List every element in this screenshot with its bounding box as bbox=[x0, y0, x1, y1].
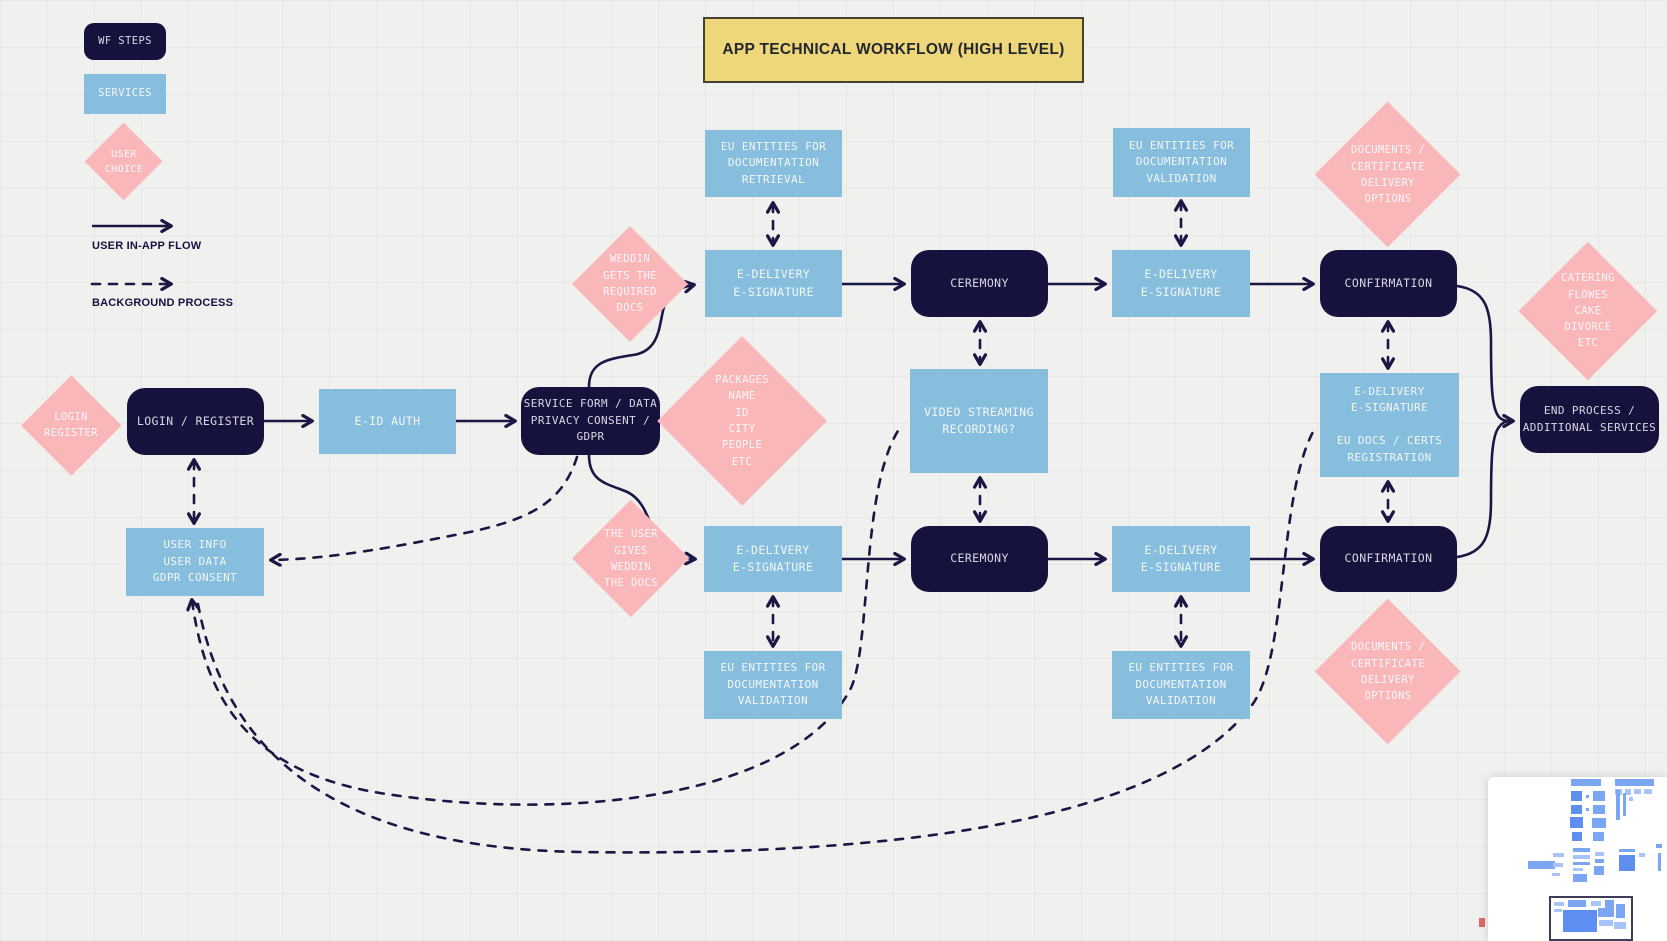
minimap-shape bbox=[1623, 793, 1626, 816]
node-edelivery-bottom-left[interactable]: E-DELIVERY E-SIGNATURE bbox=[704, 526, 842, 592]
minimap-red-marker bbox=[1479, 918, 1485, 927]
minimap-shape bbox=[1573, 874, 1587, 882]
diamond-label: DOCUMENTS / CERTIFICATE DELIVERY OPTIONS bbox=[1351, 641, 1425, 703]
node-eu-entities-retrieval[interactable]: EU ENTITIES FOR DOCUMENTATION RETRIEVAL bbox=[705, 130, 842, 197]
minimap-shape bbox=[1644, 789, 1652, 794]
diamond-label: WEDDIN GETS THE REQUIRED DOCS bbox=[603, 253, 657, 315]
node-login-register[interactable]: LOGIN / REGISTER bbox=[127, 388, 264, 455]
minimap[interactable] bbox=[1488, 777, 1667, 941]
minimap-shape bbox=[1616, 904, 1625, 918]
minimap-shape bbox=[1571, 779, 1601, 786]
minimap-shape bbox=[1573, 862, 1590, 865]
legend-services[interactable]: SERVICES bbox=[84, 74, 166, 114]
node-ceremony-bottom[interactable]: CEREMONY bbox=[911, 526, 1048, 592]
minimap-shape bbox=[1634, 789, 1641, 794]
diamond-documents-options-top[interactable]: DOCUMENTS / CERTIFICATE DELIVERY OPTIONS bbox=[1315, 102, 1461, 248]
legend-user-choice-diamond[interactable]: USER CHOICE bbox=[85, 123, 163, 201]
diamond-login-register-choice[interactable]: LOGIN REGISTER bbox=[21, 375, 121, 475]
minimap-shape bbox=[1605, 900, 1614, 910]
node-eu-entities-validation-top[interactable]: EU ENTITIES FOR DOCUMENTATION VALIDATION bbox=[1113, 128, 1250, 197]
node-eu-entities-validation-bottom-left[interactable]: EU ENTITIES FOR DOCUMENTATION VALIDATION bbox=[704, 651, 842, 719]
diamond-weddin-gets-docs[interactable]: WEDDIN GETS THE REQUIRED DOCS bbox=[572, 226, 688, 342]
diamond-label: PACKAGES NAME ID CITY PEOPLE ETC bbox=[715, 374, 769, 468]
diamond-label: DOCUMENTS / CERTIFICATE DELIVERY OPTIONS bbox=[1351, 144, 1425, 206]
minimap-shape bbox=[1619, 849, 1635, 852]
minimap-shape bbox=[1615, 779, 1654, 786]
minimap-shape bbox=[1528, 861, 1555, 869]
node-eid-auth[interactable]: E-ID AUTH bbox=[319, 389, 456, 454]
minimap-shape bbox=[1571, 805, 1582, 814]
node-edelivery-top-right[interactable]: E-DELIVERY E-SIGNATURE bbox=[1112, 250, 1250, 317]
minimap-shape bbox=[1656, 844, 1662, 848]
minimap-shape bbox=[1629, 797, 1633, 801]
diamond-label: THE USER GIVES WEDDIN THE DOCS bbox=[604, 528, 658, 590]
legend-user-flow-label: USER IN-APP FLOW bbox=[92, 240, 202, 252]
node-confirmation-top[interactable]: CONFIRMATION bbox=[1320, 250, 1457, 317]
minimap-shape bbox=[1619, 855, 1635, 871]
diamond-documents-options-bottom[interactable]: DOCUMENTS / CERTIFICATE DELIVERY OPTIONS bbox=[1315, 599, 1461, 745]
minimap-viewport[interactable] bbox=[1549, 896, 1633, 941]
legend-background-process-label: BACKGROUND PROCESS bbox=[92, 297, 234, 309]
diamond-label: CATERING FLOWES CAKE DIVORCE ETC bbox=[1561, 272, 1615, 350]
minimap-shape bbox=[1593, 805, 1605, 814]
minimap-shape bbox=[1573, 855, 1590, 859]
minimap-shape bbox=[1553, 853, 1564, 857]
minimap-shape bbox=[1594, 866, 1604, 875]
minimap-shape bbox=[1593, 791, 1605, 801]
minimap-shape bbox=[1586, 808, 1589, 811]
node-user-info[interactable]: USER INFO USER DATA GDPR CONSENT bbox=[126, 528, 264, 596]
diamond-user-gives-docs[interactable]: THE USER GIVES WEDDIN THE DOCS bbox=[572, 500, 690, 618]
diamond-catering[interactable]: CATERING FLOWES CAKE DIVORCE ETC bbox=[1519, 242, 1657, 380]
minimap-shape bbox=[1592, 818, 1606, 828]
minimap-shape bbox=[1614, 922, 1626, 929]
node-end-process[interactable]: END PROCESS / ADDITIONAL SERVICES bbox=[1520, 386, 1659, 453]
minimap-shape bbox=[1625, 789, 1631, 795]
minimap-shape bbox=[1599, 920, 1613, 926]
minimap-shape bbox=[1586, 795, 1589, 798]
node-eu-entities-validation-bottom-right[interactable]: EU ENTITIES FOR DOCUMENTATION VALIDATION bbox=[1112, 651, 1250, 719]
connector-serviceform-to-userinfo[interactable] bbox=[272, 455, 579, 560]
minimap-shape bbox=[1553, 863, 1563, 867]
minimap-shape bbox=[1595, 852, 1604, 856]
connector-video-to-userinfo-arc[interactable] bbox=[192, 423, 904, 806]
minimap-shape bbox=[1598, 908, 1614, 917]
minimap-shape bbox=[1591, 901, 1601, 906]
minimap-shape bbox=[1593, 832, 1604, 841]
node-ceremony-top[interactable]: CEREMONY bbox=[911, 250, 1048, 317]
minimap-shape bbox=[1554, 909, 1562, 912]
minimap-shape bbox=[1552, 873, 1560, 876]
minimap-shape bbox=[1570, 817, 1583, 828]
minimap-shape bbox=[1573, 868, 1583, 871]
legend-wf-steps[interactable]: WF STEPS bbox=[84, 23, 166, 60]
node-eu-docs-certs-registration[interactable]: E-DELIVERY E-SIGNATURE EU DOCS / CERTS R… bbox=[1320, 373, 1459, 477]
minimap-shape bbox=[1554, 902, 1564, 906]
minimap-shape bbox=[1571, 791, 1582, 801]
diamond-label: USER CHOICE bbox=[104, 148, 144, 176]
node-confirmation-bottom[interactable]: CONFIRMATION bbox=[1320, 526, 1457, 592]
connector-confirmation-top-to-end[interactable] bbox=[1456, 284, 1512, 421]
minimap-shape bbox=[1573, 848, 1590, 852]
node-service-form[interactable]: SERVICE FORM / DATA PRIVACY CONSENT / GD… bbox=[521, 387, 660, 455]
minimap-shape bbox=[1568, 900, 1586, 907]
diamond-packages[interactable]: PACKAGES NAME ID CITY PEOPLE ETC bbox=[657, 336, 827, 506]
diagram-title[interactable]: APP TECHNICAL WORKFLOW (HIGH LEVEL) bbox=[703, 17, 1084, 83]
minimap-shape bbox=[1572, 832, 1582, 841]
connector-confirmation-bottom-to-end[interactable] bbox=[1456, 419, 1510, 559]
minimap-shape bbox=[1616, 790, 1620, 820]
minimap-shape bbox=[1658, 853, 1661, 871]
minimap-shape bbox=[1563, 910, 1597, 932]
minimap-shape bbox=[1595, 859, 1604, 863]
node-video-streaming[interactable]: VIDEO STREAMING RECORDING? bbox=[910, 369, 1048, 473]
minimap-shape bbox=[1639, 853, 1645, 857]
node-edelivery-top-left[interactable]: E-DELIVERY E-SIGNATURE bbox=[705, 250, 842, 317]
connector-eudocs-to-userinfo-arc[interactable] bbox=[196, 428, 1316, 854]
diamond-label: LOGIN REGISTER bbox=[44, 410, 98, 439]
node-edelivery-bottom-right[interactable]: E-DELIVERY E-SIGNATURE bbox=[1112, 526, 1250, 592]
